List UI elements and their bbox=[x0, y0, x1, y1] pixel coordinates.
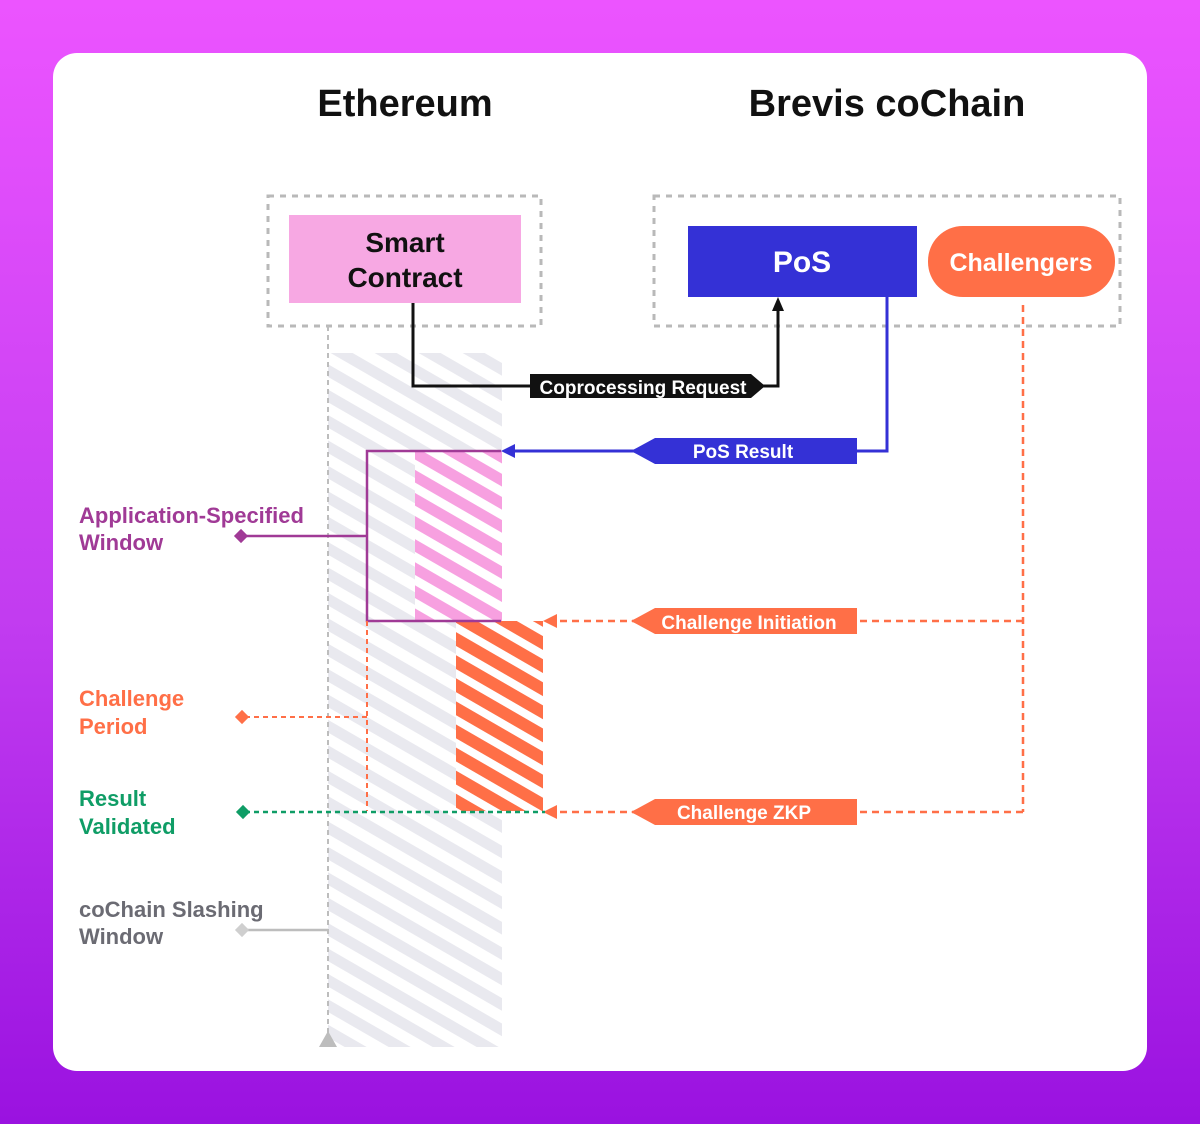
smart-contract-label-line2: Contract bbox=[347, 262, 462, 293]
smart-contract-label-line1: Smart bbox=[365, 227, 444, 258]
challenge-initiation-flow: Challenge Initiation bbox=[543, 608, 1023, 634]
challenge-zkp-flow: Challenge ZKP bbox=[543, 799, 1023, 825]
slashing-window-marker bbox=[234, 922, 328, 938]
app-window-label-line2: Window bbox=[79, 530, 164, 555]
challengers-label: Challengers bbox=[949, 249, 1092, 277]
slashing-window-label-line1: coChain Slashing bbox=[79, 897, 264, 922]
smart-contract-node: Smart Contract bbox=[289, 215, 521, 303]
challenge-period-label-line2: Period bbox=[79, 714, 147, 739]
challengers-node: Challengers bbox=[928, 226, 1115, 297]
pos-label: PoS bbox=[773, 246, 831, 279]
result-validated-label-line2: Validated bbox=[79, 814, 176, 839]
ethereum-container bbox=[266, 194, 543, 328]
arrowhead-up-icon bbox=[772, 297, 784, 311]
result-validated-label-line1: Result bbox=[79, 786, 147, 811]
timeline-end-marker bbox=[319, 1031, 337, 1047]
challenge-period-label-line1: Challenge bbox=[79, 686, 184, 711]
app-window-label-line1: Application-Specified bbox=[79, 503, 304, 528]
challenge-zkp-label: Challenge ZKP bbox=[677, 803, 811, 824]
slashing-window-label-line2: Window bbox=[79, 924, 164, 949]
ethereum-title: Ethereum bbox=[317, 83, 492, 125]
arrowhead-left-icon bbox=[543, 614, 557, 628]
coprocessing-request-label: Coprocessing Request bbox=[540, 378, 748, 399]
arrowhead-left-icon bbox=[543, 805, 557, 819]
arrowhead-left-icon bbox=[501, 444, 515, 458]
app-window-block bbox=[415, 451, 502, 621]
coprocessing-request-flow: Coprocessing Request bbox=[411, 297, 784, 399]
pos-result-flow: PoS Result bbox=[501, 297, 889, 464]
challenge-period-bracket bbox=[234, 621, 368, 811]
challenge-period-block bbox=[456, 621, 543, 811]
pos-node: PoS bbox=[688, 226, 917, 297]
result-validated-marker bbox=[235, 804, 545, 820]
pos-result-label: PoS Result bbox=[693, 442, 794, 463]
app-window-bracket bbox=[233, 449, 501, 623]
challenge-initiation-label: Challenge Initiation bbox=[661, 613, 836, 634]
diagram-card: Ethereum Brevis coChain Smart Contract P… bbox=[53, 53, 1147, 1071]
brevis-cochain-diagram: Ethereum Brevis coChain Smart Contract P… bbox=[79, 83, 1122, 1047]
brevis-cochain-title: Brevis coChain bbox=[749, 83, 1026, 125]
